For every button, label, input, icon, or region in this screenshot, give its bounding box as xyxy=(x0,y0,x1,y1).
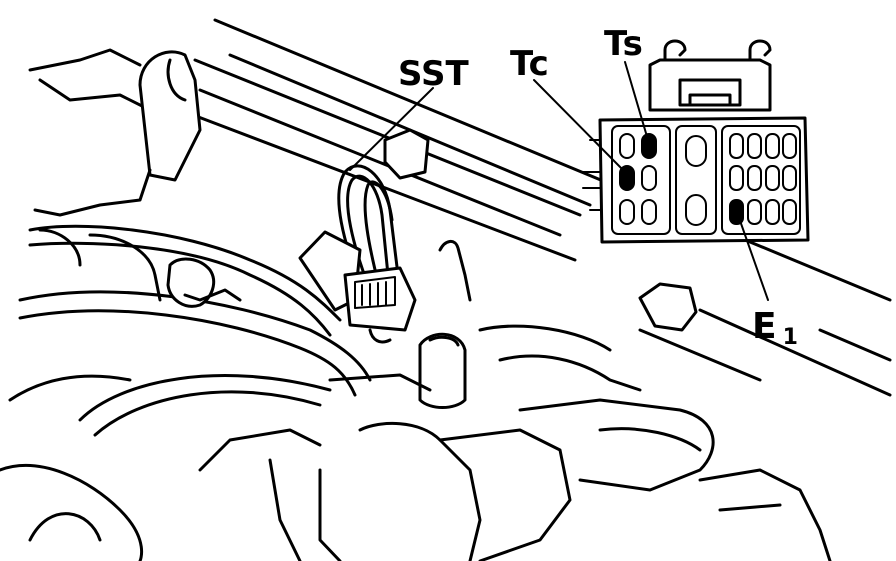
e1-label-subscript: 1 xyxy=(783,325,798,350)
sst-label: SST xyxy=(398,54,469,94)
center-components xyxy=(328,240,832,561)
ts-pin xyxy=(641,133,657,159)
e1-label-main: E xyxy=(752,306,777,347)
engine-block xyxy=(0,374,482,561)
e1-leader-line xyxy=(737,214,769,301)
bolt-bosses xyxy=(383,128,698,332)
ts-leader-line xyxy=(624,61,649,141)
ts-label: Ts xyxy=(604,24,643,64)
hose-bundle xyxy=(18,224,372,437)
sst-jumper-wire xyxy=(298,164,417,344)
sst-leader-line xyxy=(349,87,434,171)
tc-leader-line xyxy=(533,79,629,176)
e1-pin xyxy=(729,199,744,225)
upper-left-brackets xyxy=(28,48,202,217)
diagnostic-connector xyxy=(582,39,810,244)
tc-pin xyxy=(619,165,635,191)
tc-label: Tc xyxy=(510,44,549,84)
